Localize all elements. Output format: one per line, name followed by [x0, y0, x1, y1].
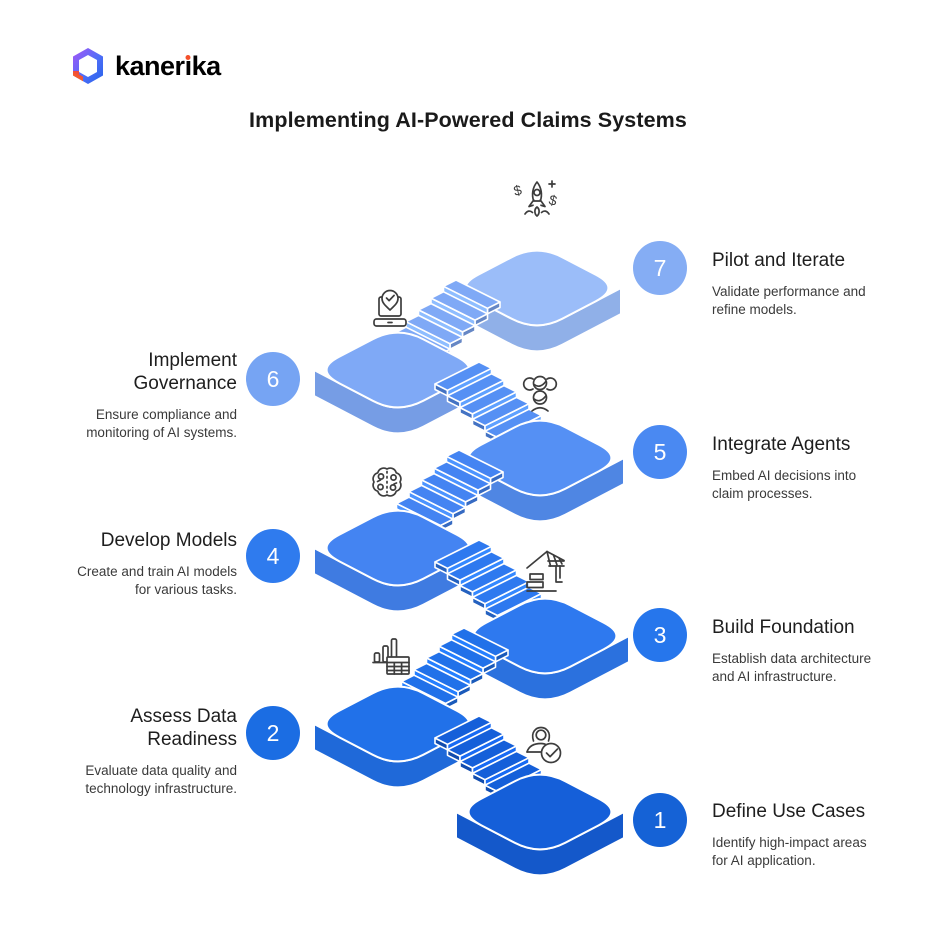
step-3-label: Build Foundation Establish data architec…	[712, 617, 922, 686]
laptop-check-icon	[373, 289, 407, 327]
ai-brain-icon	[372, 467, 402, 497]
step-5-badge: 5	[633, 425, 687, 479]
step-2-badge: 2	[246, 706, 300, 760]
step-desc: Create and train AI models for various t…	[77, 563, 237, 597]
page-title: Implementing AI-Powered Claims Systems	[249, 108, 687, 132]
step-title: Assess Data Readiness	[130, 706, 237, 750]
step-title: Pilot and Iterate	[712, 250, 846, 271]
user-check-icon	[526, 726, 562, 764]
logo-i-dot	[185, 55, 191, 60]
step-desc: Embed AI decisions into claim processes.	[712, 467, 857, 501]
logo-text-part: ka	[191, 50, 222, 81]
step-title: Integrate Agents	[712, 434, 851, 455]
step-desc: Establish data architecture and AI infra…	[712, 650, 872, 684]
svg-text:$: $	[547, 191, 559, 208]
step-3-badge: 3	[633, 608, 687, 662]
step-1-label: Define Use Cases Identify high-impact ar…	[712, 801, 922, 870]
step-5-label: Integrate Agents Embed AI decisions into…	[712, 434, 922, 503]
step-title: Define Use Cases	[712, 801, 866, 822]
step-desc: Ensure compliance and monitoring of AI s…	[86, 406, 237, 440]
step-title: Develop Models	[100, 530, 237, 551]
logo-cube-icon	[73, 48, 103, 84]
step-6-badge: 6	[246, 352, 300, 406]
step-1-badge: 1	[633, 793, 687, 847]
step-desc: Validate performance and refine models.	[712, 283, 866, 317]
step-7-label: Pilot and Iterate Validate performance a…	[712, 250, 922, 319]
step-6-label: Implement Governance Ensure compliance a…	[69, 350, 237, 442]
step-7-badge: 7	[633, 241, 687, 295]
step-2-label: Assess Data Readiness Evaluate data qual…	[69, 706, 237, 798]
team-icon	[522, 375, 558, 412]
step-desc: Identify high-impact areas for AI applic…	[712, 834, 867, 868]
step-4-badge: 4	[246, 529, 300, 583]
logo-text-part: ı	[184, 50, 193, 81]
step-desc: Evaluate data quality and technology inf…	[85, 762, 237, 796]
step-title: Implement Governance	[133, 350, 237, 394]
bar-chart-table-icon	[372, 638, 410, 675]
svg-text:$: $	[512, 181, 524, 198]
step-4-label: Develop Models Create and train AI model…	[69, 530, 237, 599]
house-construction-icon	[526, 550, 565, 592]
step-title: Build Foundation	[712, 617, 855, 638]
logo-text-part: kaner	[115, 50, 185, 81]
rocket-icon: $ $	[512, 180, 559, 217]
logo-text-i: ı	[184, 50, 193, 81]
